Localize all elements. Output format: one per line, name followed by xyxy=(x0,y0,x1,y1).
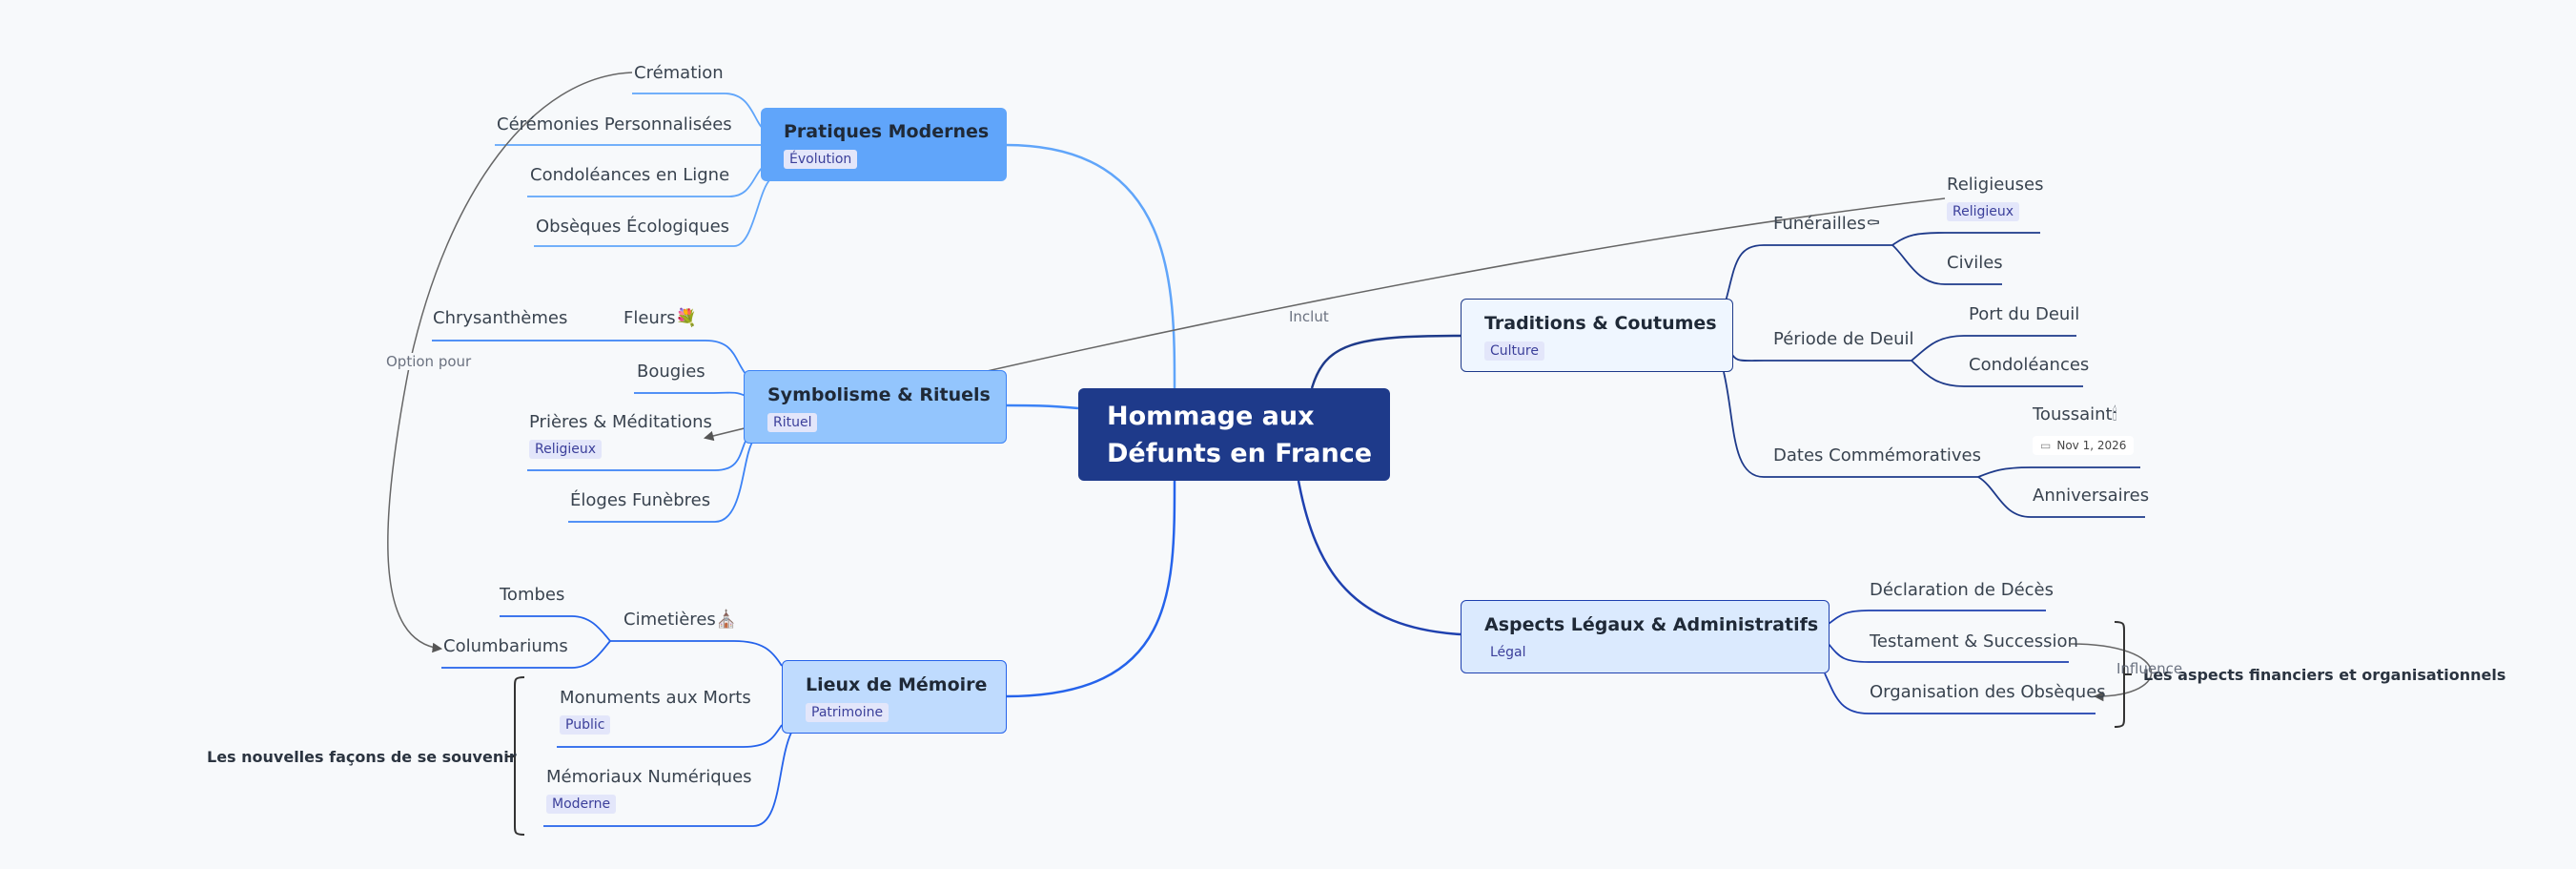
branch-aspects-legaux[interactable]: Aspects Légaux & Administratifs Légal xyxy=(1461,600,1830,673)
leaf-civiles[interactable]: Civiles xyxy=(1947,253,2003,273)
date-badge-text: Nov 1, 2026 xyxy=(2056,439,2127,452)
link-civiles xyxy=(1891,244,2002,285)
leaf-cimetieres[interactable]: Cimetières⛪ xyxy=(624,610,738,630)
branch-traditions-coutumes[interactable]: Traditions & Coutumes Culture xyxy=(1461,299,1733,372)
branch-tag: Patrimoine xyxy=(806,703,889,722)
leaf-organisation-obseques[interactable]: Organisation des Obsèques xyxy=(1870,682,2106,702)
link-tombes xyxy=(500,615,611,642)
link-declaration xyxy=(1828,610,2046,625)
leaf-religieuses[interactable]: Religieuses xyxy=(1947,175,2044,195)
leaf-tag-public: Public xyxy=(560,715,611,735)
branch-tag: Évolution xyxy=(784,150,858,169)
leaf-eloges-funebres[interactable]: Éloges Funèbres xyxy=(570,490,711,510)
summary-aspects: Les aspects financiers et organisationne… xyxy=(2143,666,2506,684)
link-obseques xyxy=(534,178,771,247)
link-bougies xyxy=(634,391,746,397)
branch-title: Lieux de Mémoire xyxy=(806,674,988,695)
link-central-lieux xyxy=(1005,480,1176,698)
leaf-cremation[interactable]: Crémation xyxy=(634,63,724,83)
bracket-aspects-summary xyxy=(2114,621,2132,728)
branch-symbolisme-rituels[interactable]: Symbolisme & Rituels Rituel xyxy=(744,370,1007,444)
leaf-ceremonies-personnalisees[interactable]: Cérémonies Personnalisées xyxy=(497,114,732,134)
link-anniversaires xyxy=(1977,476,2145,518)
link-eloges xyxy=(568,440,754,523)
branch-title: Traditions & Coutumes xyxy=(1484,313,1717,334)
leaf-memoriaux-numeriques[interactable]: Mémoriaux Numériques xyxy=(546,767,752,787)
branch-title: Symbolisme & Rituels xyxy=(767,384,991,405)
leaf-anniversaires[interactable]: Anniversaires xyxy=(2033,486,2150,506)
relation-influence xyxy=(2070,643,2153,702)
link-periode xyxy=(1729,350,1912,362)
relation-label-inclut: Inclut xyxy=(1289,308,1329,325)
leaf-columbariums[interactable]: Columbariums xyxy=(443,636,568,656)
leaf-fleurs[interactable]: Fleurs💐 xyxy=(624,308,698,328)
date-badge-toussaint: ▭ Nov 1, 2026 xyxy=(2033,436,2135,455)
branch-tag: Culture xyxy=(1484,341,1544,361)
leaf-chrysanthemes[interactable]: Chrysanthèmes xyxy=(433,308,568,328)
summary-lieux: Les nouvelles façons de se souvenir xyxy=(207,748,517,766)
link-testament xyxy=(1828,643,2069,663)
branch-title: Aspects Légaux & Administratifs xyxy=(1484,614,1819,635)
branch-tag: Rituel xyxy=(767,413,818,432)
branch-tag: Légal xyxy=(1484,643,1532,662)
link-religieuses xyxy=(1891,232,2040,246)
leaf-dates-commemoratives[interactable]: Dates Commémoratives xyxy=(1773,445,1981,466)
leaf-tag-religieux-2: Religieux xyxy=(1947,202,2020,221)
relation-label-influence: Influence xyxy=(2116,660,2183,677)
leaf-condoleances[interactable]: Condoléances xyxy=(1969,355,2090,375)
leaf-prieres-meditations[interactable]: Prières & Méditations xyxy=(529,412,712,432)
link-port xyxy=(1911,335,2076,362)
leaf-toussaint[interactable]: Toussaint🕯 xyxy=(2033,404,2117,424)
link-memoriaux xyxy=(543,732,792,827)
central-title-line1: Hommage aux xyxy=(1107,402,1315,431)
leaf-tag-religieux: Religieux xyxy=(529,440,603,459)
leaf-periode-deuil[interactable]: Période de Deuil xyxy=(1773,329,1914,349)
leaf-bougies[interactable]: Bougies xyxy=(637,362,705,382)
bracket-lieux-summary xyxy=(507,676,525,836)
link-condoleances xyxy=(1911,360,2083,387)
leaf-obseques-ecologiques[interactable]: Obsèques Écologiques xyxy=(536,217,730,237)
link-cimetieres xyxy=(610,640,783,667)
calendar-icon: ▭ xyxy=(2040,439,2052,452)
link-columbariums xyxy=(441,640,611,669)
link-organisation xyxy=(1824,672,2096,714)
link-toussaint xyxy=(1977,466,2140,478)
leaf-monuments-aux-morts[interactable]: Monuments aux Morts xyxy=(560,688,751,708)
link-fleurs xyxy=(432,340,746,375)
leaf-tombes[interactable]: Tombes xyxy=(500,585,565,605)
branch-title: Pratiques Modernes xyxy=(784,121,990,142)
link-central-aspects xyxy=(1297,480,1462,636)
leaf-tag-moderne: Moderne xyxy=(546,795,617,814)
leaf-condoleances-en-ligne[interactable]: Condoléances en Ligne xyxy=(530,165,730,185)
leaf-declaration-deces[interactable]: Déclaration de Décès xyxy=(1870,580,2054,600)
link-central-symbolisme xyxy=(1005,403,1079,410)
leaf-port-du-deuil[interactable]: Port du Deuil xyxy=(1969,304,2080,324)
branch-pratiques-modernes[interactable]: Pratiques Modernes Évolution xyxy=(761,108,1007,181)
leaf-funerailles[interactable]: Funérailles⚰ xyxy=(1773,214,1881,234)
link-central-traditions xyxy=(1310,334,1462,389)
central-title-line2: Défunts en France xyxy=(1107,439,1373,468)
leaf-testament-succession[interactable]: Testament & Succession xyxy=(1870,631,2078,652)
link-monuments xyxy=(557,724,783,748)
relation-label-option-pour: Option pour xyxy=(386,353,472,370)
link-dates xyxy=(1723,371,1978,478)
link-funerailles xyxy=(1725,244,1892,302)
central-node[interactable]: Hommage aux Défunts en France xyxy=(1078,388,1390,481)
branch-lieux-memoire[interactable]: Lieux de Mémoire Patrimoine xyxy=(782,660,1007,734)
link-central-pratiques xyxy=(1005,143,1176,389)
